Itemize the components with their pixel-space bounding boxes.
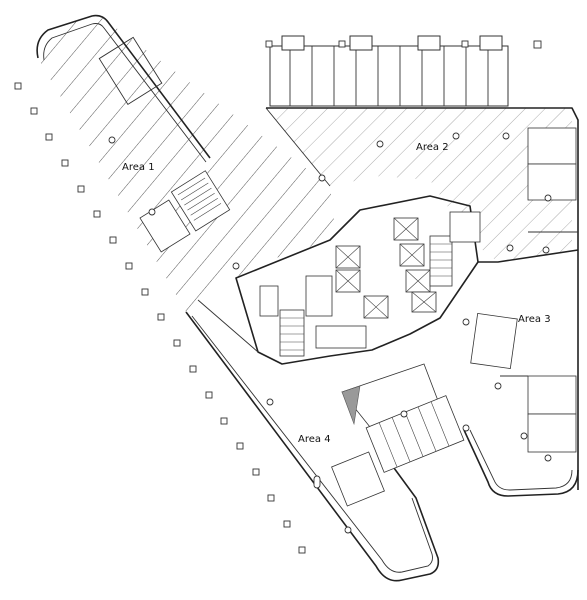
area-3-label: Area 3	[518, 314, 551, 325]
area-4-label: Area 4	[298, 434, 331, 445]
area-2-region	[265, 35, 579, 490]
top-bays	[265, 35, 542, 106]
central-core	[232, 174, 481, 365]
area-4-region	[185, 299, 470, 582]
area-2-label: Area 2	[416, 142, 449, 153]
area-3-region	[462, 249, 579, 497]
area-1-label: Area 1	[122, 162, 155, 173]
exterior-columns	[14, 82, 306, 554]
area-1-region	[36, 14, 336, 312]
elevator-bank	[335, 217, 437, 319]
